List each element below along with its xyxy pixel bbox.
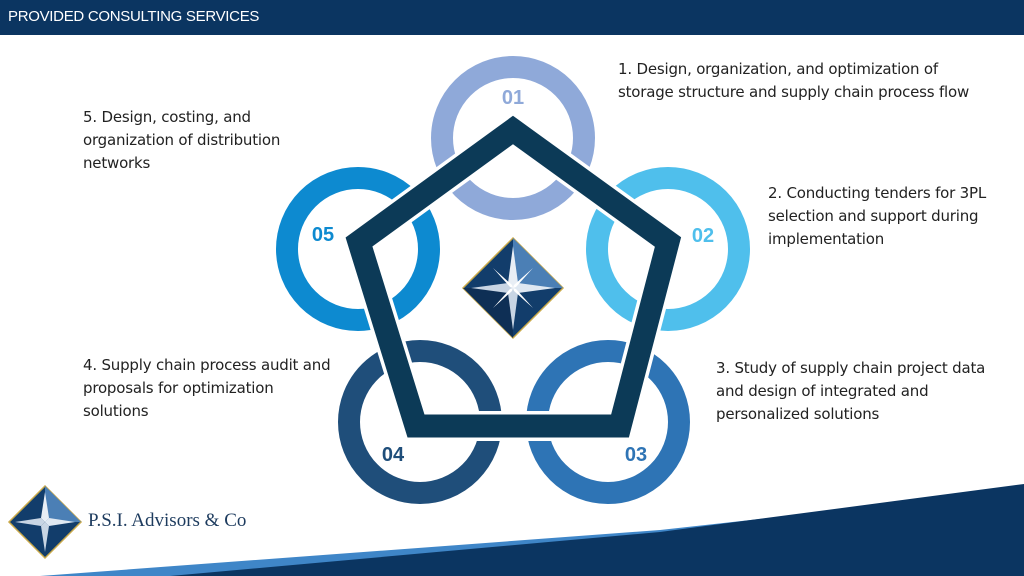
bottom-band-dark [170,484,1024,576]
number-02: 02 [692,225,714,247]
ring-05 [276,167,440,331]
service-4-description: 4. Supply chain process audit and propos… [83,356,331,420]
pentagon-chain [345,115,682,438]
company-logo-text: P.S.I. Advisors & Co [88,510,247,531]
compass-icon [461,236,565,340]
service-5-description: 5. Design, costing, and organization of … [83,108,281,172]
ring-02 [586,167,750,331]
ring-01 [431,56,595,220]
service-1-description: 1. Design, organization, and optimizatio… [618,60,970,101]
number-01: 01 [502,87,524,109]
number-05: 05 [312,224,334,246]
service-2-description: 2. Conducting tenders for 3PL selection … [768,184,987,248]
number-03: 03 [625,444,647,466]
logo-compass-icon [7,484,83,560]
service-3-description: 3. Study of supply chain project data an… [716,359,986,423]
number-04: 04 [382,444,405,466]
header-bar: PROVIDED CONSULTING SERVICES [0,0,1024,35]
page-title: PROVIDED CONSULTING SERVICES [8,8,260,25]
